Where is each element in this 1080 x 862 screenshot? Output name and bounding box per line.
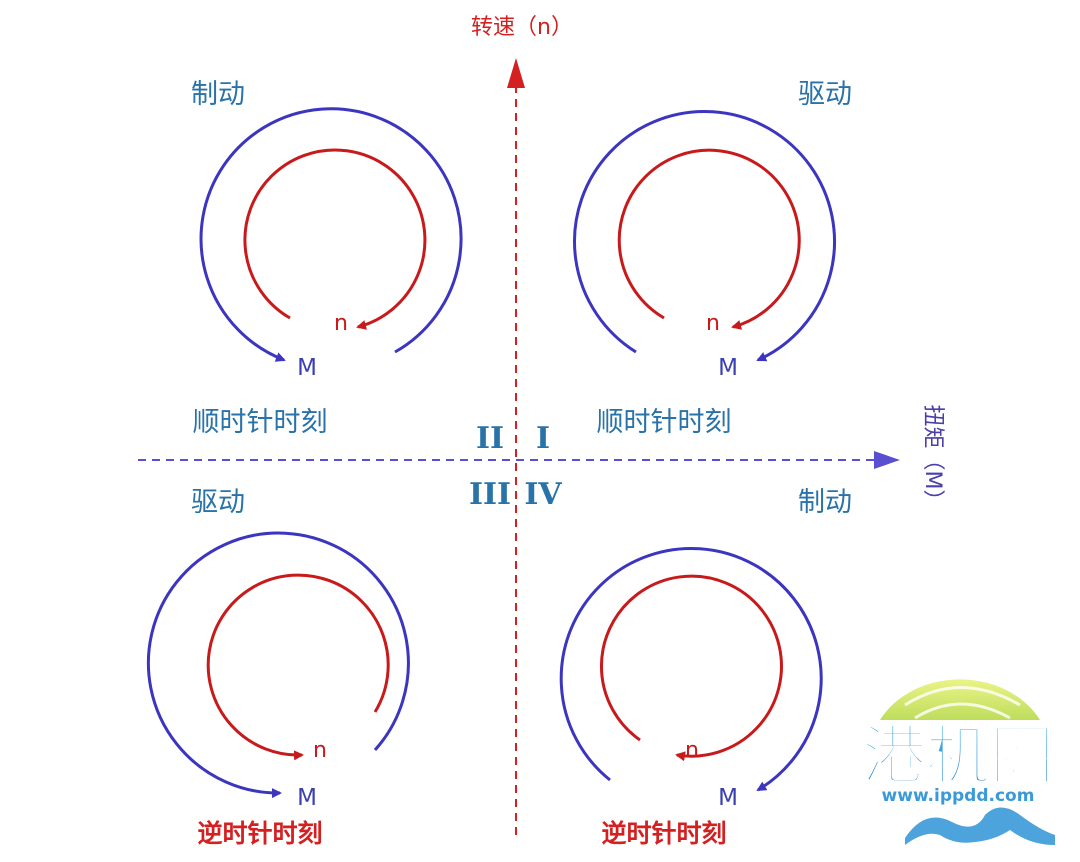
quadrant-iii: 驱动 n M 逆时针时刻 [146,487,410,848]
speed-arrow [243,148,427,330]
horizontal-axis-arrowhead [874,451,900,469]
speed-symbol: n [706,311,720,336]
speed-arrow [599,574,783,762]
speed-symbol: n [685,738,699,763]
mode-label: 制动 [191,79,245,110]
quadrant-numeral-iii: III [469,477,511,512]
direction-label: 逆时针时刻 [197,819,322,848]
direction-label: 逆时针时刻 [601,819,726,848]
speed-arrow [617,148,801,330]
speed-symbol: n [313,738,327,763]
watermark-logo: 港机圈 www.ippdd.com [861,679,1055,845]
vertical-axis-label: 转速（n） [471,15,573,40]
torque-arrow [199,107,463,362]
torque-symbol: M [718,355,738,381]
watermark-sun-arc [880,679,1040,720]
quadrant-numeral-i: I [536,421,550,456]
quadrant-ii: 制动 n M 顺时针时刻 [191,79,463,438]
torque-symbol: M [297,785,317,811]
torque-arrow [573,110,836,362]
quadrant-numeral-iv: IV [524,477,562,512]
horizontal-axis-label: 扭矩（M） [920,405,945,512]
mode-label: 驱动 [191,487,245,518]
quadrant-iv: 制动 n M 逆时针时刻 [559,487,852,848]
mode-label: 制动 [798,487,852,518]
watermark-wave [905,807,1055,845]
vertical-axis-arrowhead [507,58,525,88]
direction-label: 顺时针时刻 [597,407,732,438]
quadrant-numeral-ii: II [476,421,504,456]
torque-arrow [146,531,410,799]
torque-symbol: M [297,355,317,381]
mode-label: 驱动 [798,79,852,110]
speed-arrow [206,573,390,761]
watermark-url: www.ippdd.com [882,786,1035,806]
direction-label: 顺时针时刻 [193,407,328,438]
torque-arrow [559,546,823,792]
watermark-title: 港机圈 [862,720,1054,794]
quadrant-i: 驱动 n M 顺时针时刻 [573,79,852,438]
torque-symbol: M [718,785,738,811]
speed-symbol: n [334,311,348,336]
